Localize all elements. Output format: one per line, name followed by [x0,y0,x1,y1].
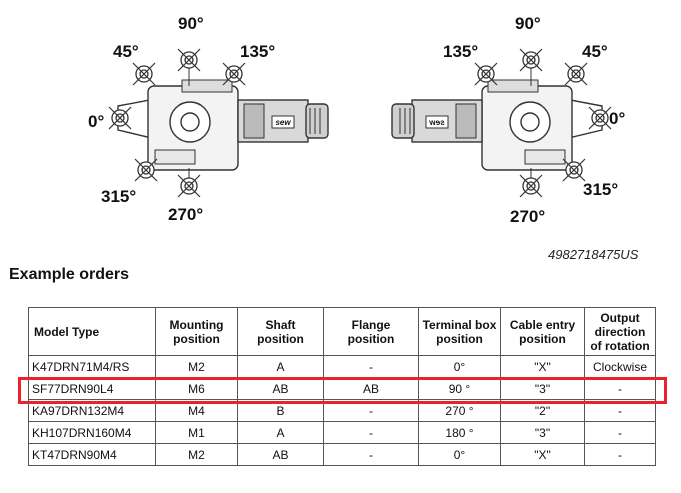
cell-shaft-position: B [237,399,324,422]
left-angle-135: 135° [240,42,276,61]
cell-mounting-position: M1 [155,421,238,444]
cell-shaft-position: A [237,355,324,378]
header-model-type: Model Type [28,307,156,356]
cell-flange-position: - [323,443,419,466]
cell-cable-entry-position: "X" [500,355,585,378]
cell-terminal-box-position: 270 ° [418,399,501,422]
right-angle-0: 0° [609,109,626,128]
right-angle-270: 270° [510,207,546,226]
left-angle-90: 90° [178,14,204,33]
header-flange-position: Flange position [323,307,419,356]
cell-model-type: KH107DRN160M4 [28,421,156,444]
cell-output-direction: - [584,399,656,422]
gearmotor-drawing: sew [108,48,612,198]
cell-mounting-position: M4 [155,399,238,422]
left-angle-315: 315° [101,187,137,206]
cell-mounting-position: M2 [155,355,238,378]
cell-cable-entry-position: "2" [500,399,585,422]
cell-output-direction: Clockwise [584,355,656,378]
cell-flange-position: - [323,355,419,378]
left-angle-0: 0° [88,112,105,131]
cell-model-type: K47DRN71M4/RS [28,355,156,378]
table-row: KT47DRN90M4 M2 AB - 0° "X" - [28,443,656,466]
cell-cable-entry-position: "3" [500,377,585,400]
cell-model-type: KT47DRN90M4 [28,443,156,466]
header-mounting-position: Mounting position [155,307,238,356]
left-angle-45: 45° [113,42,139,61]
cell-terminal-box-position: 90 ° [418,377,501,400]
right-angle-135: 135° [443,42,479,61]
cell-mounting-position: M6 [155,377,238,400]
table-row: KA97DRN132M4 M4 B - 270 ° "2" - [28,399,656,422]
gearmotor-diagram: sew 90° 45° 135° 0° 315° 270° 90° 135° 4… [0,0,681,240]
cell-terminal-box-position: 0° [418,443,501,466]
cell-model-type: KA97DRN132M4 [28,399,156,422]
cell-shaft-position: A [237,421,324,444]
cell-flange-position: - [323,399,419,422]
header-output-direction: Output direction of rotation [584,307,656,356]
table-row-highlighted: SF77DRN90L4 M6 AB AB 90 ° "3" - [28,377,656,400]
cell-flange-position: AB [323,377,419,400]
cell-mounting-position: M2 [155,443,238,466]
cell-output-direction: - [584,421,656,444]
cell-terminal-box-position: 0° [418,355,501,378]
section-heading: Example orders [9,266,130,283]
cell-shaft-position: AB [237,377,324,400]
header-terminal-box-position: Terminal box position [418,307,501,356]
cell-shaft-position: AB [237,443,324,466]
cell-cable-entry-position: "3" [500,421,585,444]
right-angle-45: 45° [582,42,608,61]
left-angle-270: 270° [168,205,204,224]
cell-model-type: SF77DRN90L4 [28,377,156,400]
right-angle-90: 90° [515,14,541,33]
table-row: KH107DRN160M4 M1 A - 180 ° "3" - [28,421,656,444]
cell-output-direction: - [584,377,656,400]
table-header-row: Model Type Mounting position Shaft posit… [28,307,656,356]
document-number: 4982718475US [548,247,639,262]
cell-flange-position: - [323,421,419,444]
header-shaft-position: Shaft position [237,307,324,356]
right-angle-315: 315° [583,180,619,199]
example-orders-table: Model Type Mounting position Shaft posit… [28,307,656,466]
header-cable-entry-position: Cable entry position [500,307,585,356]
table-row: K47DRN71M4/RS M2 A - 0° "X" Clockwise [28,355,656,378]
cell-terminal-box-position: 180 ° [418,421,501,444]
cell-cable-entry-position: "X" [500,443,585,466]
cell-output-direction: - [584,443,656,466]
